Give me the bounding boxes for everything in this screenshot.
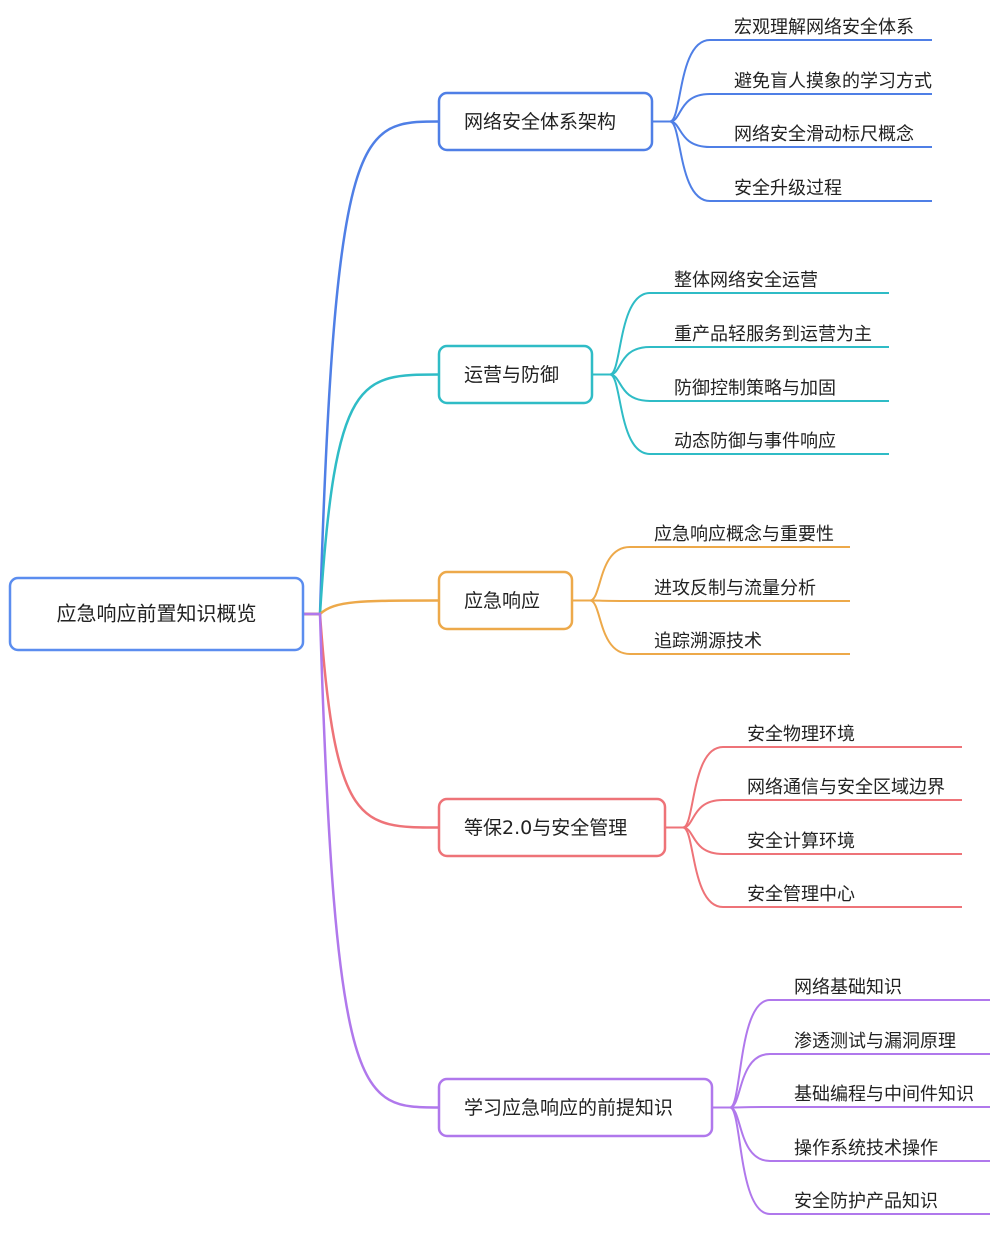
leaf-node-label: 避免盲人摸象的学习方式 bbox=[734, 71, 932, 92]
leaf-node-label: 网络通信与安全区域边界 bbox=[747, 777, 945, 798]
root-node-box bbox=[8, 576, 305, 652]
leaf-link bbox=[729, 1106, 990, 1215]
leaf-node-label: 动态防御与事件响应 bbox=[674, 431, 836, 452]
leaf-link bbox=[682, 746, 962, 829]
leaf-node-label: 网络安全滑动标尺概念 bbox=[734, 123, 914, 145]
leaf-link bbox=[609, 292, 889, 376]
leaf-link bbox=[609, 346, 889, 376]
leaf-node-label: 安全升级过程 bbox=[734, 178, 842, 199]
branch-node-label: 运营与防御 bbox=[464, 364, 559, 386]
leaf-link bbox=[682, 799, 962, 829]
leaf-link bbox=[669, 93, 932, 123]
mindmap-links bbox=[303, 39, 990, 1215]
leaf-node-label: 应急响应概念与重要性 bbox=[654, 523, 834, 545]
leaf-link bbox=[609, 373, 889, 455]
leaf-node-label: 追踪溯源技术 bbox=[654, 631, 762, 652]
branch-node-label: 应急响应 bbox=[464, 590, 540, 612]
branch-node-box bbox=[437, 344, 594, 405]
leaf-node-label: 宏观理解网络安全体系 bbox=[734, 17, 914, 38]
branch-node-box bbox=[437, 570, 574, 631]
root-branch-link bbox=[303, 120, 440, 616]
leaf-link bbox=[589, 546, 850, 602]
root-branch-link bbox=[303, 373, 440, 616]
leaf-node-label: 安全防护产品知识 bbox=[794, 1191, 938, 1212]
leaf-link bbox=[669, 120, 932, 148]
leaf-node-label: 重产品轻服务到运营为主 bbox=[674, 324, 872, 345]
leaf-link bbox=[682, 826, 962, 908]
leaf-node-label: 渗透测试与漏洞原理 bbox=[794, 1031, 956, 1052]
root-branch-link bbox=[303, 599, 440, 616]
root-branch-link bbox=[303, 612, 440, 829]
leaf-link bbox=[669, 39, 932, 123]
leaf-node-label: 安全物理环境 bbox=[747, 724, 855, 745]
leaf-link bbox=[589, 599, 850, 655]
leaf-link bbox=[589, 599, 850, 602]
leaf-node-label: 操作系统技术操作 bbox=[794, 1138, 938, 1159]
leaf-link bbox=[609, 373, 889, 402]
leaf-node-label: 网络基础知识 bbox=[794, 977, 902, 998]
branch-node-label: 网络安全体系架构 bbox=[464, 111, 616, 133]
root-node-label: 应急响应前置知识概览 bbox=[57, 602, 257, 626]
branch-node-box bbox=[437, 91, 654, 152]
leaf-node-label: 基础编程与中间件知识 bbox=[794, 1084, 974, 1105]
leaf-link bbox=[729, 1053, 990, 1109]
leaf-link bbox=[729, 999, 990, 1109]
leaf-node-label: 进攻反制与流量分析 bbox=[654, 578, 816, 599]
branch-node-label: 等保2.0与安全管理 bbox=[464, 817, 627, 839]
leaf-node-label: 安全计算环境 bbox=[747, 831, 855, 852]
leaf-link bbox=[729, 1106, 990, 1109]
leaf-link bbox=[669, 120, 932, 202]
root-branch-link bbox=[303, 612, 440, 1109]
branch-node-box bbox=[437, 1077, 714, 1138]
leaf-node-label: 防御控制策略与加固 bbox=[674, 378, 836, 399]
branch-node-label: 学习应急响应的前提知识 bbox=[464, 1097, 673, 1119]
leaf-node-label: 整体网络安全运营 bbox=[674, 270, 818, 291]
leaf-node-label: 安全管理中心 bbox=[747, 884, 855, 905]
branch-node-box bbox=[437, 797, 667, 858]
leaf-link bbox=[682, 826, 962, 855]
